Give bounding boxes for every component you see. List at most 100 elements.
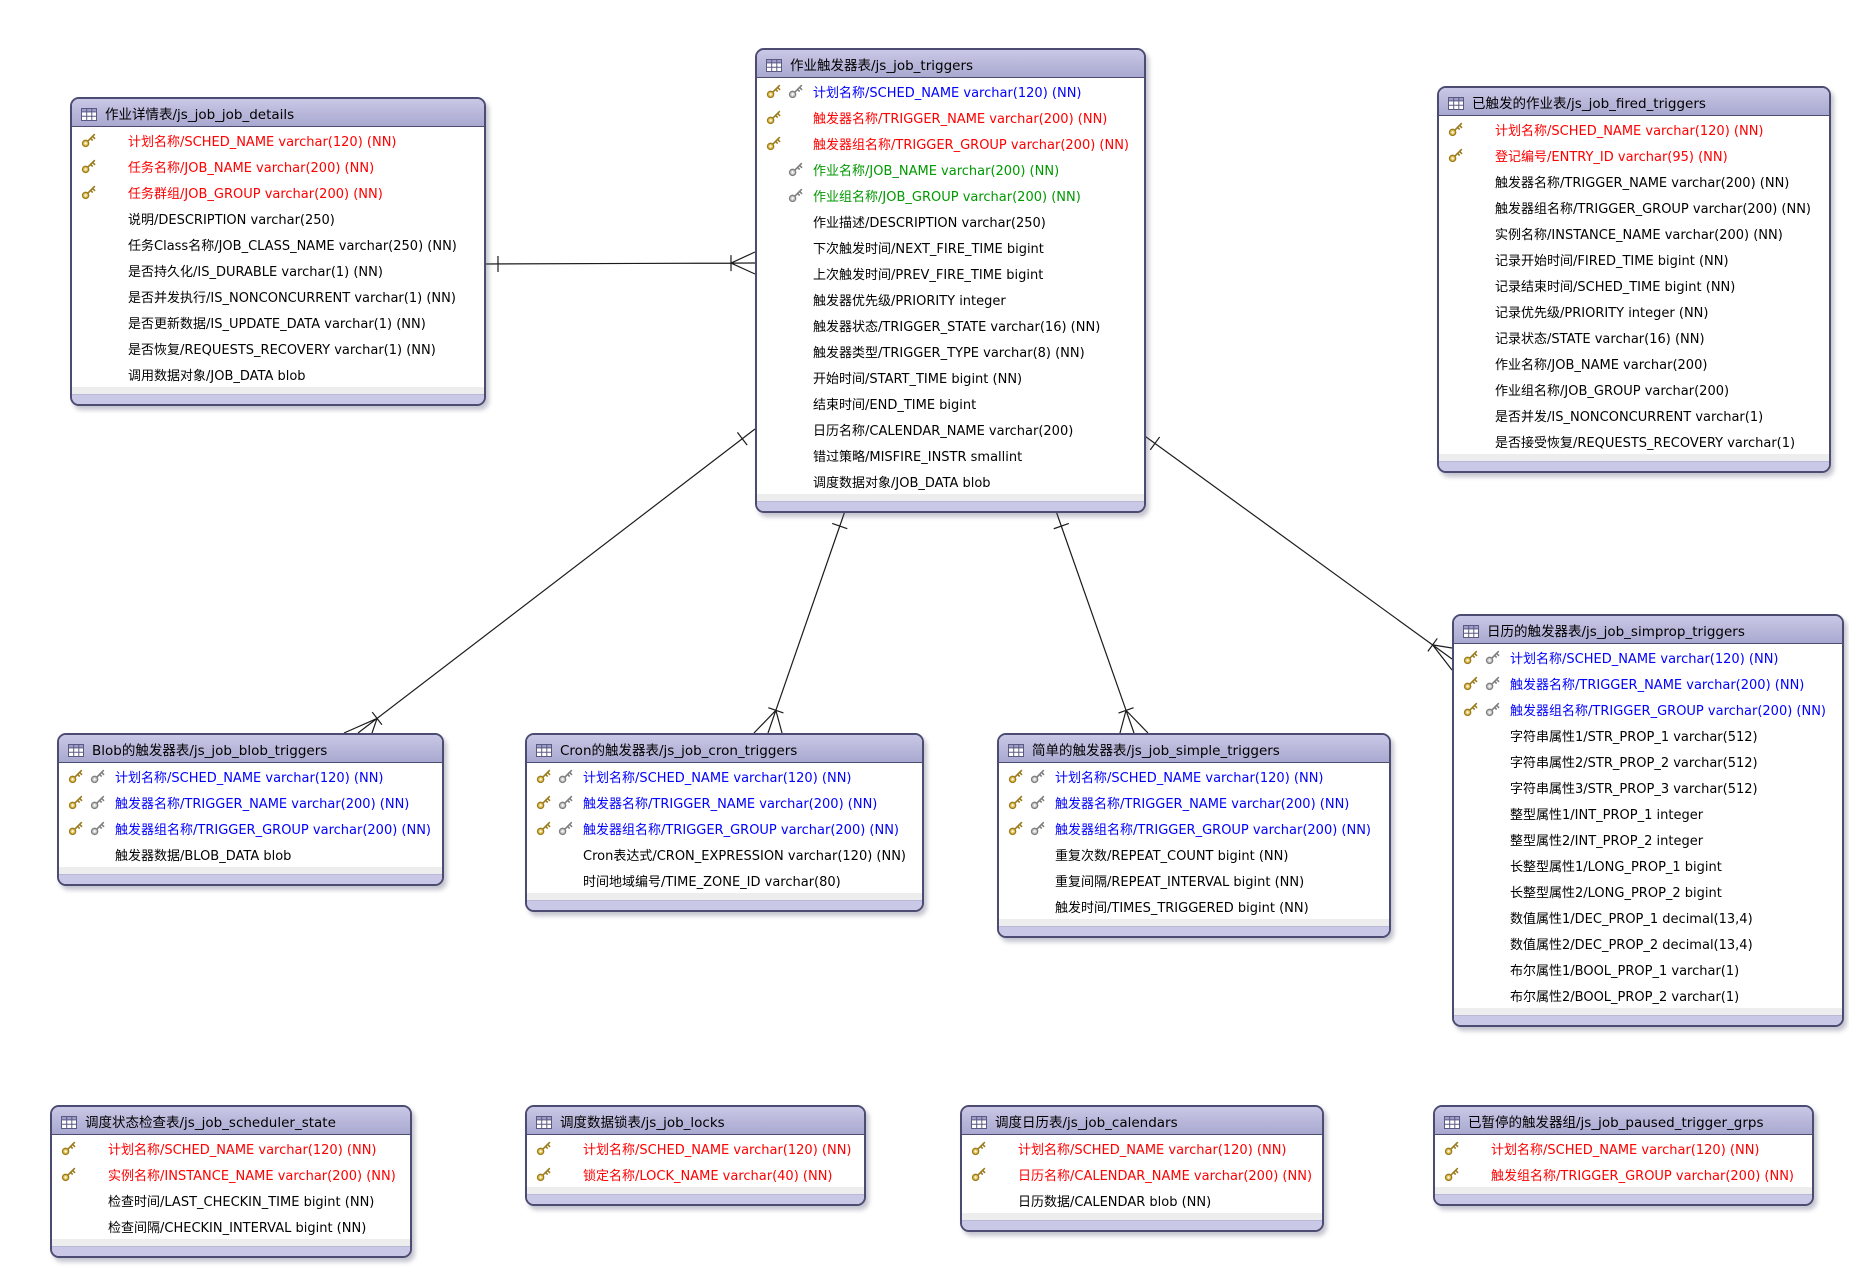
column-row: 记录优先级/PRIORITY integer (NN) [1439, 298, 1829, 324]
column-row: 数值属性2/DEC_PROP_2 decimal(13,4) [1454, 930, 1842, 956]
column-text: 重复间隔/REPEAT_INTERVAL bigint (NN) [1055, 874, 1305, 890]
column-text: 数值属性1/DEC_PROP_1 decimal(13,4) [1510, 911, 1753, 927]
primary-key-icon [1441, 1166, 1463, 1182]
table-footer-strip [999, 919, 1389, 926]
relationship-js_job_triggers-js_job_simple_triggers [1053, 510, 1149, 734]
table-icon [1463, 623, 1479, 638]
column-row: 调用数据对象/JOB_DATA blob [72, 361, 484, 387]
primary-key-icon [1445, 121, 1467, 137]
column-row: 开始时间/START_TIME bigint (NN) [757, 364, 1144, 390]
column-row: 字符串属性2/STR_PROP_2 varchar(512) [1454, 748, 1842, 774]
column-row: 计划名称/SCHED_NAME varchar(120) (NN) [52, 1135, 410, 1161]
column-row: 是否恢复/REQUESTS_RECOVERY varchar(1) (NN) [72, 335, 484, 361]
foreign-key-icon [785, 161, 807, 177]
column-text: 作业描述/DESCRIPTION varchar(250) [813, 215, 1046, 231]
table-title: 已暂停的触发器组/js_job_paused_trigger_grps [1468, 1114, 1764, 1131]
column-text: 整型属性2/INT_PROP_2 integer [1510, 833, 1704, 849]
column-row: 任务群组/JOB_GROUP varchar(200) (NN) [72, 179, 484, 205]
column-text: 触发器优先级/PRIORITY integer [813, 293, 1006, 309]
table-header: 已触发的作业表/js_job_fired_triggers [1439, 88, 1829, 116]
table-icon [81, 106, 97, 121]
table-icon [1444, 1114, 1460, 1129]
table-footer-bar [527, 900, 922, 910]
column-text: 是否并发/IS_NONCONCURRENT varchar(1) [1495, 409, 1764, 425]
column-text: 说明/DESCRIPTION varchar(250) [128, 212, 335, 228]
column-text: 开始时间/START_TIME bigint (NN) [813, 371, 1023, 387]
column-text: 触发器组名称/TRIGGER_GROUP varchar(200) (NN) [1510, 703, 1827, 719]
column-text: 实例名称/INSTANCE_NAME varchar(200) (NN) [1495, 227, 1783, 243]
table-title: 已触发的作业表/js_job_fired_triggers [1472, 95, 1706, 112]
column-text: 作业组名称/JOB_GROUP varchar(200) (NN) [813, 189, 1081, 205]
column-text: 任务群组/JOB_GROUP varchar(200) (NN) [128, 186, 383, 202]
table-icon [61, 1114, 77, 1129]
column-row: 触发器类型/TRIGGER_TYPE varchar(8) (NN) [757, 338, 1144, 364]
column-text: 触发器名称/TRIGGER_NAME varchar(200) (NN) [1055, 796, 1350, 812]
foreign-key-icon [1027, 794, 1049, 810]
primary-key-icon [968, 1166, 990, 1182]
table-title: 调度状态检查表/js_job_scheduler_state [85, 1114, 336, 1131]
column-row: 触发器组名称/TRIGGER_GROUP varchar(200) (NN) [1454, 696, 1842, 722]
column-text: 锁定名称/LOCK_NAME varchar(40) (NN) [583, 1168, 833, 1184]
column-row: 触发组名称/TRIGGER_GROUP varchar(200) (NN) [1435, 1161, 1812, 1187]
column-row: 是否并发/IS_NONCONCURRENT varchar(1) [1439, 402, 1829, 428]
table-columns: 计划名称/SCHED_NAME varchar(120) (NN)触发器名称/T… [999, 763, 1389, 919]
column-text: 布尔属性1/BOOL_PROP_1 varchar(1) [1510, 963, 1740, 979]
foreign-key-icon [555, 820, 577, 836]
relationship-js_job_triggers-js_job_simprop_triggers [1141, 433, 1453, 671]
column-row: 触发器名称/TRIGGER_NAME varchar(200) (NN) [1439, 168, 1829, 194]
foreign-key-icon [555, 794, 577, 810]
table-header: 简单的触发器表/js_job_simple_triggers [999, 735, 1389, 763]
column-row: 任务Class名称/JOB_CLASS_NAME varchar(250) (N… [72, 231, 484, 257]
column-text: 计划名称/SCHED_NAME varchar(120) (NN) [583, 770, 852, 786]
column-text: 触发器状态/TRIGGER_STATE varchar(16) (NN) [813, 319, 1101, 335]
column-row: 计划名称/SCHED_NAME varchar(120) (NN) [59, 763, 442, 789]
column-row: 字符串属性1/STR_PROP_1 varchar(512) [1454, 722, 1842, 748]
column-row: 触发器名称/TRIGGER_NAME varchar(200) (NN) [757, 104, 1144, 130]
table-js_job_fired_triggers: 已触发的作业表/js_job_fired_triggers 计划名称/SCHED_… [1437, 86, 1831, 473]
primary-key-icon [763, 83, 785, 99]
column-text: 计划名称/SCHED_NAME varchar(120) (NN) [108, 1142, 377, 1158]
primary-key-icon [533, 794, 555, 810]
foreign-key-icon [87, 794, 109, 810]
primary-key-icon [1005, 768, 1027, 784]
column-row: 计划名称/SCHED_NAME varchar(120) (NN) [1439, 116, 1829, 142]
table-header: 作业详情表/js_job_job_details [72, 99, 484, 127]
column-text: 字符串属性3/STR_PROP_3 varchar(512) [1510, 781, 1758, 797]
column-row: 计划名称/SCHED_NAME varchar(120) (NN) [527, 763, 922, 789]
primary-key-icon [1445, 147, 1467, 163]
relationship-js_job_job_details-js_job_triggers [481, 251, 756, 275]
column-row: 布尔属性1/BOOL_PROP_1 varchar(1) [1454, 956, 1842, 982]
table-header: Blob的触发器表/js_job_blob_triggers [59, 735, 442, 763]
table-header: 作业触发器表/js_job_triggers [757, 50, 1144, 78]
column-text: 触发器名称/TRIGGER_NAME varchar(200) (NN) [583, 796, 878, 812]
column-row: 实例名称/INSTANCE_NAME varchar(200) (NN) [1439, 220, 1829, 246]
column-row: 错过策略/MISFIRE_INSTR smallint [757, 442, 1144, 468]
column-row: 触发器组名称/TRIGGER_GROUP varchar(200) (NN) [757, 130, 1144, 156]
column-text: 触发器组名称/TRIGGER_GROUP varchar(200) (NN) [1055, 822, 1372, 838]
column-text: 触发组名称/TRIGGER_GROUP varchar(200) (NN) [1491, 1168, 1795, 1184]
column-text: 是否恢复/REQUESTS_RECOVERY varchar(1) (NN) [128, 342, 436, 358]
table-footer-bar [527, 1194, 864, 1204]
table-columns: 计划名称/SCHED_NAME varchar(120) (NN)任务名称/JO… [72, 127, 484, 387]
column-text: 日历名称/CALENDAR_NAME varchar(200) [813, 423, 1074, 439]
table-columns: 计划名称/SCHED_NAME varchar(120) (NN) 触发器名称/T… [527, 763, 922, 893]
column-row: 重复次数/REPEAT_COUNT bigint (NN) [999, 841, 1389, 867]
primary-key-icon [1441, 1140, 1463, 1156]
column-row: 整型属性1/INT_PROP_1 integer [1454, 800, 1842, 826]
column-text: 触发器组名称/TRIGGER_GROUP varchar(200) (NN) [115, 822, 432, 838]
table-title: 作业触发器表/js_job_triggers [790, 57, 974, 74]
column-row: 是否持久化/IS_DURABLE varchar(1) (NN) [72, 257, 484, 283]
column-row: 是否更新数据/IS_UPDATE_DATA varchar(1) (NN) [72, 309, 484, 335]
column-row: 触发器名称/TRIGGER_NAME varchar(200) (NN) [999, 789, 1389, 815]
table-footer-strip [1439, 454, 1829, 461]
primary-key-icon [533, 820, 555, 836]
table-title: 简单的触发器表/js_job_simple_triggers [1032, 742, 1280, 759]
primary-key-icon [78, 158, 100, 174]
column-row: 重复间隔/REPEAT_INTERVAL bigint (NN) [999, 867, 1389, 893]
column-text: 是否持久化/IS_DURABLE varchar(1) (NN) [128, 264, 383, 280]
primary-key-icon [1005, 794, 1027, 810]
column-text: 记录优先级/PRIORITY integer (NN) [1495, 305, 1709, 321]
